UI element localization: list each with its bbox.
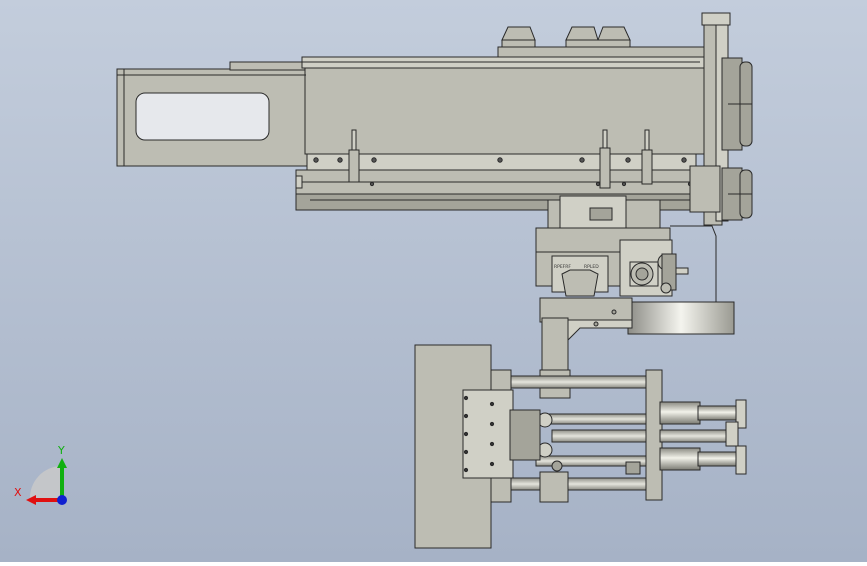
x-axis-head (26, 495, 36, 505)
gripper-plate[interactable] (414, 344, 541, 549)
beam-window-cutout (135, 92, 270, 141)
z-axis-dot (57, 495, 67, 505)
rail-screw (579, 157, 585, 163)
vertical-bracket[interactable] (539, 297, 633, 399)
carriage-label-left: RPEFRF (554, 264, 571, 270)
plate-hole (463, 431, 469, 437)
plate-mounting-holes (463, 395, 495, 473)
plate-hole (489, 461, 495, 467)
triad-plane (29, 465, 62, 500)
plate-hole (489, 441, 495, 447)
carriage-screw (621, 181, 627, 187)
plate-hole (463, 395, 469, 401)
end-plate[interactable] (689, 12, 753, 226)
pneumatic-valve[interactable] (629, 253, 689, 294)
rail-screw (371, 157, 377, 163)
rail-screw (313, 157, 319, 163)
rail-screw (497, 157, 503, 163)
plate-hole (463, 467, 469, 473)
limit-sensors (348, 129, 653, 189)
plate-hole (489, 401, 495, 407)
pick-and-place-assembly[interactable]: RPEFRF RPLED (116, 12, 753, 549)
y-axis-label: Y (57, 444, 65, 457)
plate-hole (489, 421, 495, 427)
rail-screw (625, 157, 631, 163)
y-axis-head (57, 458, 67, 468)
axis-triad: Y X (14, 444, 67, 505)
rail-screw (681, 157, 687, 163)
main-beam[interactable] (116, 56, 707, 167)
z-axis-carriage[interactable]: RPEFRF RPLED (535, 195, 717, 302)
carriage-label-right: RPLED (584, 264, 599, 270)
plate-hole (463, 449, 469, 455)
top-motor-covers (497, 26, 709, 58)
carriage-screw (595, 181, 601, 187)
x-axis-label: X (14, 486, 22, 499)
cable-drum (627, 301, 735, 335)
carriage-screw (369, 181, 375, 187)
rail-screw (337, 157, 343, 163)
plate-hole (463, 413, 469, 419)
